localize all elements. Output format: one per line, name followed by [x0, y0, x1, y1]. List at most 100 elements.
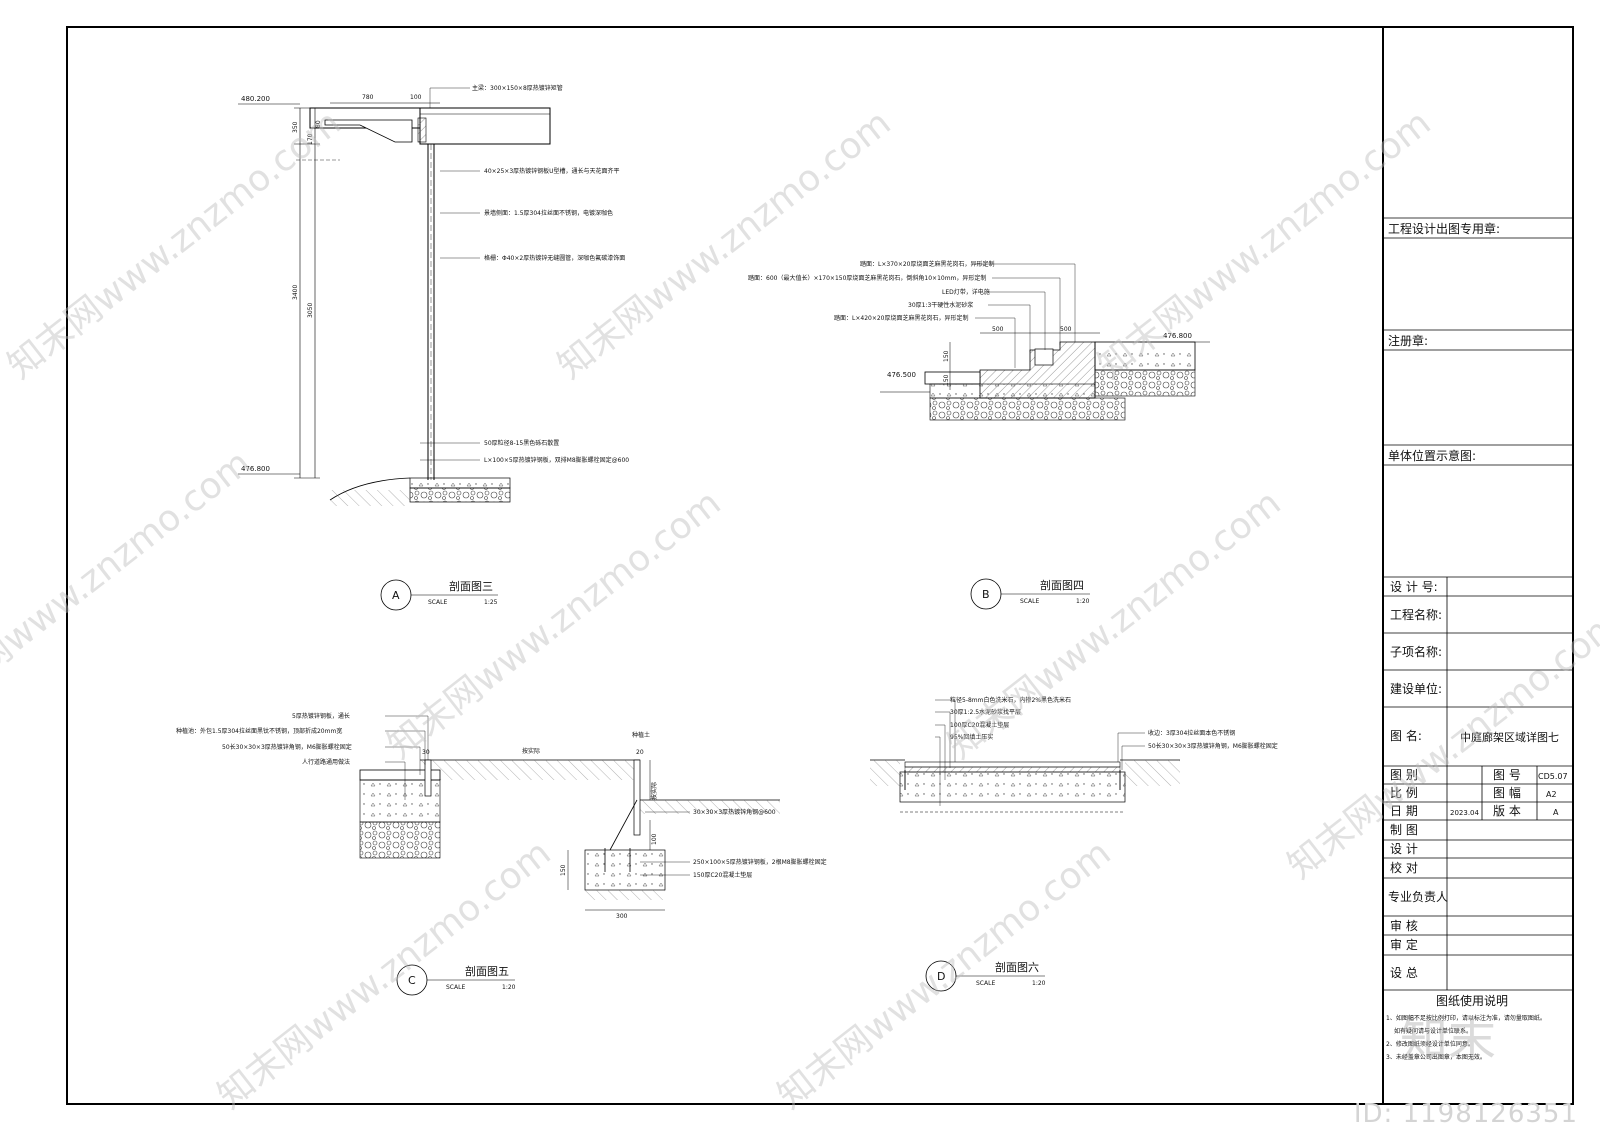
tb-project-label: 工程名称: [1390, 607, 1442, 622]
tb-note-0: 1、如图幅不足按比例打印，请以标注为准，请勿量取图纸。 [1386, 1014, 1546, 1022]
section-b: 踏面：L×370×20厚烧面芝麻黑花岗石，异形定制 踏面：600（最大值长）×1… [748, 260, 1210, 610]
a-dim-170: 170 [307, 133, 314, 145]
d-note-l3: 95%回填土压实 [950, 733, 993, 741]
tb-number-label: 图 号 [1493, 768, 1521, 782]
tb-drawing-name-label: 图 名: [1390, 728, 1422, 743]
c-note-r0: 30×30×3厚热镀锌角钢@600 [693, 808, 776, 816]
a-note-1: 40×25×3厚热镀锌钢板U型槽，通长与天花面齐平 [484, 167, 620, 175]
c-label-actual: 按实际 [522, 747, 540, 755]
b-title: 剖面图四 [1040, 578, 1084, 592]
a-dim-350: 350 [292, 121, 299, 133]
d-marker: D [937, 970, 945, 983]
d-note-l0: 粒径5-8mm白色洗米石，内掺2%黑色洗米石 [950, 696, 1071, 704]
c-note-l3: 人行道路通用做法 [302, 758, 350, 766]
c-note-l1: 种植池：外包1.5厚304拉丝面黑钛不锈钢，顶部折成20mm宽 [176, 727, 342, 735]
sheet-id: ID: 1198126351 [1353, 1099, 1578, 1129]
tb-version-label: 版 本 [1493, 804, 1521, 818]
a-note-0: 主梁：300×150×8厚热镀锌矩管 [472, 84, 563, 92]
tb-approve-label: 审 定 [1390, 937, 1418, 952]
d-note-r1: 50长30×30×3厚热镀锌角钢，M6膨胀螺栓固定 [1148, 742, 1278, 750]
a-title: 剖面图三 [449, 579, 493, 593]
a-elev-top: 480.200 [241, 95, 270, 103]
c-marker: C [408, 974, 416, 987]
c-dim-100: 100 [651, 833, 658, 845]
a-scale: 1:25 [484, 599, 498, 606]
b-scale: 1:20 [1076, 598, 1090, 605]
c-note-r2: 150厚C20混凝土垫层 [693, 871, 752, 879]
tb-note-3: 3、未经盖章公司出图章，本图无效。 [1386, 1053, 1486, 1061]
d-note-l2: 100厚C20混凝土垫层 [950, 721, 1009, 729]
section-a: 480.200 476.800 780 100 350 170 80 3400 … [238, 84, 629, 611]
tb-check-label: 校 对 [1390, 860, 1418, 875]
tb-review-label: 审 核 [1390, 918, 1418, 933]
watermark-text: 知末网www.znzmo.com [0, 102, 348, 387]
a-note-2: 景墙侧面：1.5厚304拉丝面不锈钢，电镀深咖色 [484, 209, 613, 217]
c-dim-150: 150 [560, 864, 567, 876]
tb-design-label: 设 计 [1390, 842, 1418, 856]
tb-size: A2 [1546, 790, 1557, 799]
c-label-height: 按实际 [650, 782, 658, 800]
title-block [1383, 217, 1573, 991]
c-label-soil: 种植土 [632, 731, 650, 739]
watermark-text: 知末网www.znzmo.com [380, 482, 728, 767]
b-scale-label: SCALE [1020, 598, 1039, 605]
d-title: 剖面图六 [995, 960, 1039, 974]
section-c: 5厚热镀锌钢板，通长 种植池：外包1.5厚304拉丝面黑钛不锈钢，顶部折成20m… [176, 712, 827, 996]
tb-date: 2023.04 [1450, 809, 1479, 817]
a-dim-780: 780 [362, 94, 374, 101]
b-dim-500a: 500 [992, 326, 1004, 333]
b-dim-150a: 150 [943, 350, 950, 362]
tb-note-1: 如有疑问请与设计单位联系。 [1394, 1027, 1472, 1035]
c-scale: 1:20 [502, 984, 516, 991]
tb-drawn-label: 制 图 [1390, 823, 1418, 837]
b-dim-500b: 500 [1060, 326, 1072, 333]
a-dim-3400: 3400 [292, 285, 299, 300]
b-note-3: 30厚1:3干硬性水泥砂浆 [908, 301, 973, 309]
c-note-l0: 5厚热镀锌钢板，通长 [292, 712, 350, 720]
a-scale-label: SCALE [428, 599, 447, 606]
tb-reg-label: 注册章: [1388, 333, 1428, 348]
tb-version: A [1553, 808, 1559, 817]
section-d: 粒径5-8mm白色洗米石，内掺2%黑色洗米石 30厚1:2.5水泥砂浆找平层 1… [870, 696, 1278, 992]
tb-lead-label: 专业负责人 [1388, 889, 1448, 904]
tb-chief-label: 设 总 [1390, 966, 1418, 980]
c-scale-label: SCALE [446, 984, 465, 991]
b-note-1: 踏面：600（最大值长）×170×150厚烧面芝麻黑花岗石，倒斜角10×10mm… [748, 274, 986, 282]
a-note-3: 格栅：Φ40×2厚热镀锌无缝圆管，深咖色氟碳漆饰面 [484, 254, 625, 262]
c-dim-30: 30 [422, 749, 430, 756]
tb-location-label: 单体位置示意图: [1388, 448, 1476, 463]
a-note-5: L×100×5厚热镀锌钢板，双排M8膨胀螺栓固定@600 [484, 456, 629, 464]
tb-subitem-label: 子项名称: [1390, 644, 1442, 659]
tb-category-label: 图 别 [1390, 768, 1418, 782]
tb-note-2: 2、修改图纸须经设计单位同意。 [1386, 1040, 1474, 1048]
d-scale-label: SCALE [976, 980, 995, 987]
b-note-0: 踏面：L×370×20厚烧面芝麻黑花岗石，异形定制 [860, 260, 995, 268]
b-dim-150b: 150 [943, 374, 950, 386]
tb-stamp-label: 工程设计出图专用章: [1388, 221, 1500, 236]
watermark-text: 知末网www.znzmo.com [550, 102, 898, 387]
a-elev-bottom: 476.800 [241, 465, 270, 473]
a-dim-3050: 3050 [307, 303, 314, 318]
tb-drawing-name: 中庭廊架区域详图七 [1460, 730, 1559, 744]
c-dim-300: 300 [616, 913, 628, 920]
c-title: 剖面图五 [465, 964, 509, 978]
title-block-text: 工程设计出图专用章: 注册章: 单体位置示意图: 设 计 号: 工程名称: 子项… [1386, 221, 1568, 1061]
tb-number: CD5.07 [1538, 772, 1568, 781]
tb-notes-title: 图纸使用说明 [1436, 993, 1508, 1008]
b-note-4: 踏面：L×420×20厚烧面芝麻黑花岗石，异形定制 [834, 314, 969, 322]
d-scale: 1:20 [1032, 980, 1046, 987]
watermark-text: 知末网www.znzmo.com [0, 442, 259, 727]
b-note-2: LED灯带，详电施 [942, 288, 990, 296]
a-note-4: 50厚粒径8-15黑色砾石散置 [484, 439, 559, 447]
watermark-text: 知末网www.znzmo.com [940, 482, 1288, 767]
b-elev-left: 476.500 [887, 371, 916, 379]
watermark-text: 知末网www.znzmo.com [1090, 102, 1438, 387]
d-note-l1: 30厚1:2.5水泥砂浆找平层 [950, 708, 1021, 716]
a-dim-80: 80 [315, 120, 322, 128]
tb-size-label: 图 幅 [1493, 785, 1521, 800]
watermark-text: 知末网www.znzmo.com [770, 832, 1118, 1117]
a-dim-100: 100 [410, 94, 422, 101]
watermarks: 知末网www.znzmo.com 知末网www.znzmo.com 知末网www… [0, 102, 1600, 1117]
c-note-l2: 50长30×30×3厚热镀锌角钢，M6膨胀螺栓固定 [222, 743, 352, 751]
